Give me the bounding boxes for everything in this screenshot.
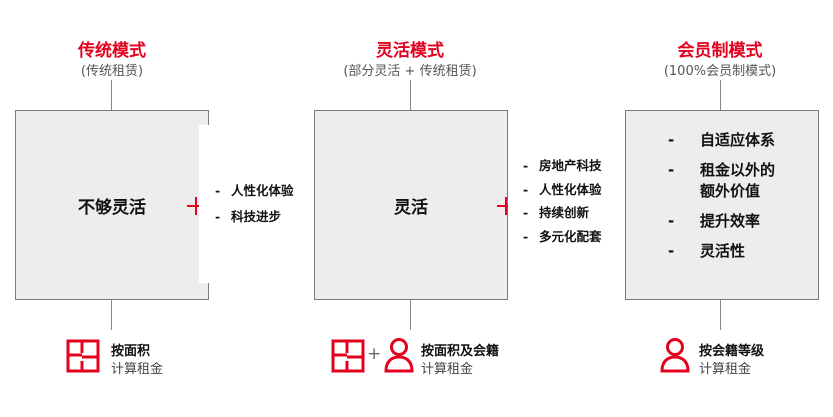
feature-item: -科技进步 <box>215 208 282 224</box>
feature-list-3: -自适应体系 -租金以外的 额外价值 -提升效率 -灵活性 <box>668 130 775 261</box>
connector-bottom-3 <box>720 300 721 330</box>
feature-item: -多元化配套 <box>523 228 602 244</box>
feature-item: -持续创新 <box>523 205 590 220</box>
feature-panel-1 <box>199 125 335 283</box>
connector-bottom-1 <box>111 300 112 330</box>
person-icon <box>660 338 690 373</box>
subtitle-membership: (100%会员制模式) <box>663 64 777 79</box>
feature-item: 额外价值 <box>700 181 761 200</box>
feature-item: -灵活性 <box>668 242 746 260</box>
billing-sub-flexible: 计算租金 <box>421 362 474 377</box>
title-traditional: 传统模式 <box>78 41 146 61</box>
connector-top-2 <box>410 80 411 110</box>
feature-item: -自适应体系 <box>668 131 776 149</box>
billing-sub-traditional: 计算租金 <box>111 362 164 377</box>
feature-list-1: -人性化体验 -科技进步 <box>215 183 294 224</box>
connector-top-1 <box>111 80 112 110</box>
box-label-traditional: 不够灵活 <box>78 197 146 218</box>
subtitle-flexible: (部分灵活 + 传统租赁) <box>343 64 477 79</box>
person-icon <box>384 338 414 373</box>
floor-plan-icon <box>331 339 365 373</box>
billing-label-flexible: 按面积及会籍 <box>421 344 500 359</box>
box-flexible: 灵活 <box>314 110 508 300</box>
feature-item: -人性化体验 <box>215 183 294 198</box>
title-flexible: 灵活模式 <box>376 41 444 61</box>
feature-item: -租金以外的 <box>668 161 776 180</box>
feature-panel-2 <box>508 125 644 283</box>
plus-icon-1 <box>187 197 205 215</box>
subtitle-traditional: (传统租赁) <box>80 64 144 79</box>
floor-plan-icon <box>66 339 100 373</box>
feature-item: -人性化体验 <box>523 181 602 197</box>
box-membership <box>625 110 819 300</box>
connector-bottom-2 <box>410 300 411 330</box>
billing-plus: + <box>367 344 382 364</box>
feature-item: -房地产科技 <box>523 158 602 173</box>
billing-label-traditional: 按面积 <box>111 344 151 359</box>
feature-item: -提升效率 <box>668 211 761 230</box>
connector-top-3 <box>720 80 721 110</box>
box-traditional: 不够灵活 <box>15 110 209 300</box>
plus-icon-2 <box>497 197 515 215</box>
feature-list-2: -房地产科技 -人性化体验 -持续创新 -多元化配套 <box>523 158 602 244</box>
billing-sub-membership: 计算租金 <box>699 362 752 377</box>
box-label-flexible: 灵活 <box>394 197 428 218</box>
title-membership: 会员制模式 <box>677 41 763 61</box>
billing-label-membership: 按会籍等级 <box>699 344 765 359</box>
